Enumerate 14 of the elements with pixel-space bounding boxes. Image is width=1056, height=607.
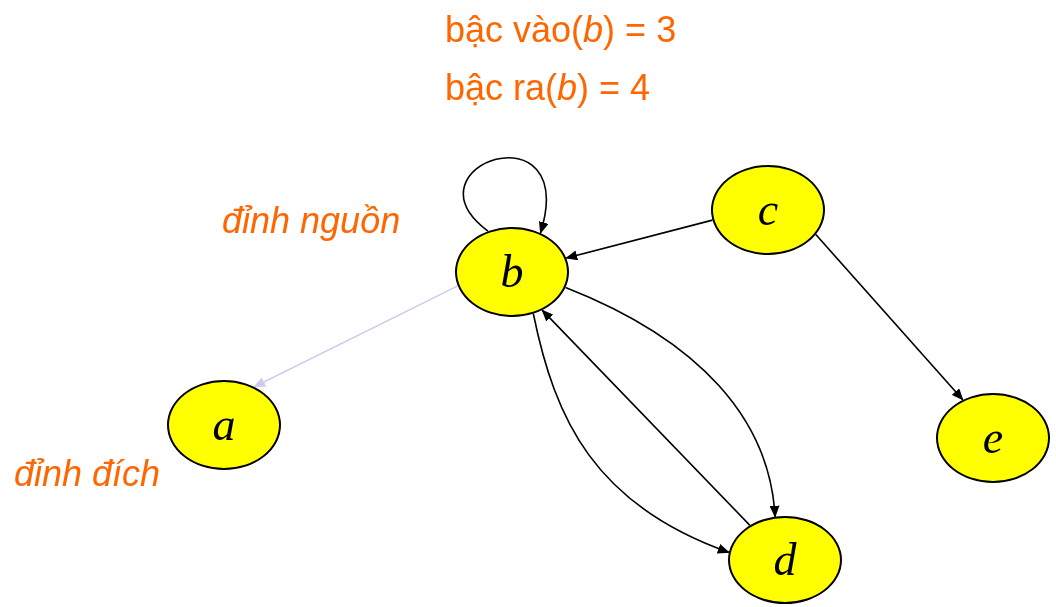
vertex-caption: đỉnh nguồn	[222, 201, 401, 241]
vertex-label: a	[212, 402, 236, 448]
degree-label: bậc ra(b) = 4	[445, 68, 651, 108]
vertex-caption: đỉnh đích	[14, 454, 161, 494]
arrow	[815, 233, 964, 401]
vertex-label: d	[773, 537, 797, 583]
vertex-label: c	[757, 187, 779, 233]
arrow	[253, 285, 459, 388]
arrow	[564, 286, 779, 518]
degree-label: bậc vào(b) = 3	[445, 10, 677, 50]
arrow	[565, 219, 714, 261]
vertex-label: b	[500, 249, 524, 295]
arrow	[463, 156, 548, 234]
vertex-label: e	[982, 415, 1004, 461]
